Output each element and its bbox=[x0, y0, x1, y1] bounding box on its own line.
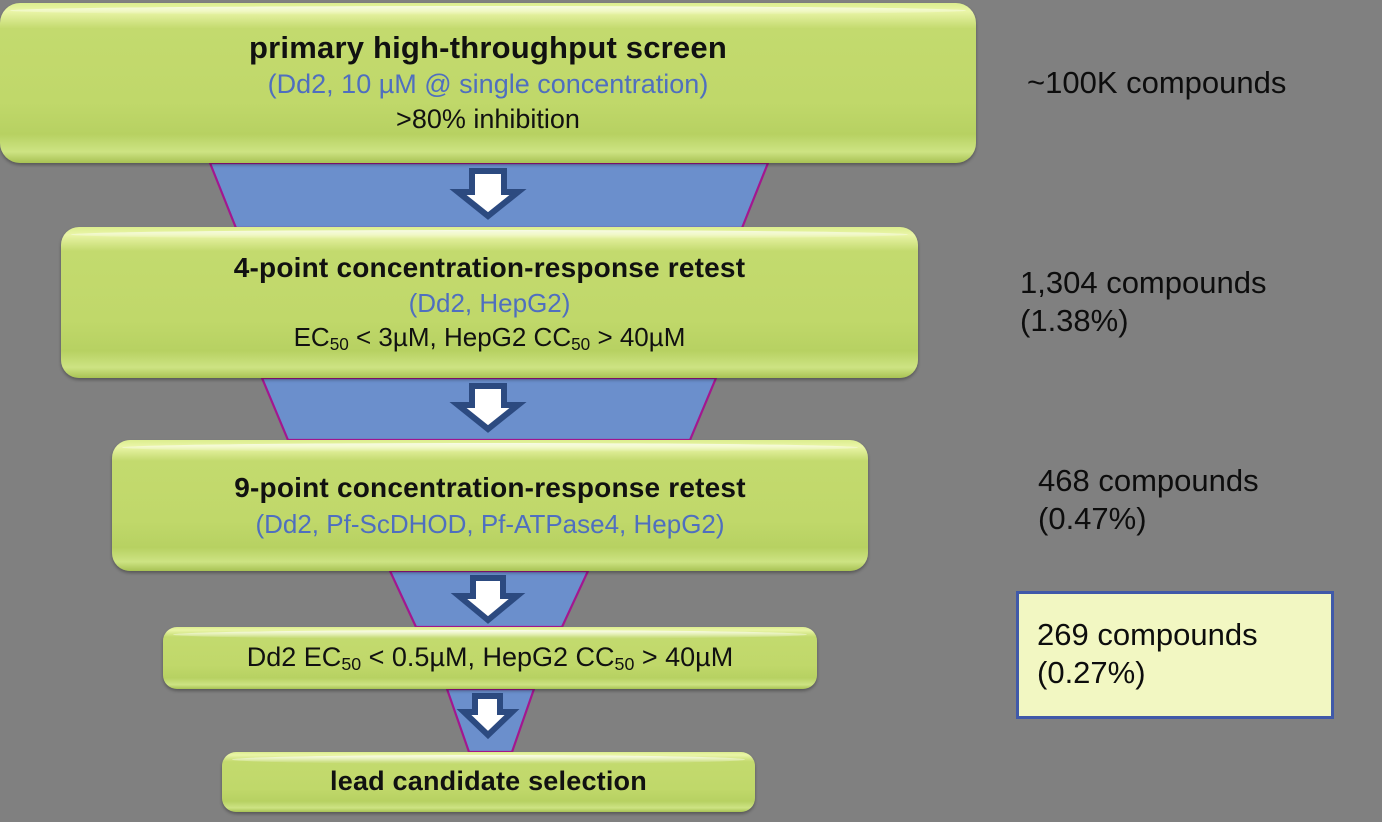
cutoff-part-ec: Dd2 EC bbox=[246, 641, 342, 672]
funnel-segment-2 bbox=[260, 376, 718, 442]
detail-sub-ec50: 50 bbox=[329, 334, 349, 355]
stage-box-lead-selection[interactable]: lead candidate selection bbox=[222, 752, 755, 812]
stage-title-lead-selection: lead candidate selection bbox=[330, 766, 647, 797]
stage-box-primary-screen[interactable]: primary high-throughput screen (Dd2, 10 … bbox=[0, 3, 976, 163]
arrow-down-icon-1 bbox=[449, 168, 527, 220]
stage-subtitle-9-point-retest: (Dd2, Pf-ScDHOD, Pf-ATPase4, HepG2) bbox=[255, 509, 725, 540]
stage-title-4-point-retest: 4-point concentration-response retest bbox=[233, 251, 746, 283]
cutoff-part-tail: > 40µM bbox=[634, 641, 734, 672]
stage-box-9-point-retest[interactable]: 9-point concentration-response retest (D… bbox=[112, 440, 868, 571]
detail-part-ec: EC bbox=[293, 322, 330, 353]
stage-detail-potency-cutoff: Dd2 EC50 < 0.5µM, HepG2 CC50 > 40µM bbox=[247, 642, 733, 675]
arrow-down-icon-3 bbox=[450, 575, 526, 624]
annotation-count-primary: ~100K compounds bbox=[1027, 65, 1287, 100]
cutoff-part-mid: < 0.5µM, HepG2 CC bbox=[361, 641, 615, 672]
arrow-down-icon-2 bbox=[449, 383, 527, 433]
annotation-callout-final[interactable]: 269 compounds (0.27%) bbox=[1016, 591, 1334, 719]
funnel-segment-1 bbox=[208, 161, 770, 230]
funnel-segment-4 bbox=[445, 687, 536, 754]
annotation-count-9point: 468 compounds (0.47%) bbox=[1038, 463, 1259, 537]
detail-sub-cc50: 50 bbox=[571, 334, 591, 355]
annotation-count-4point: 1,304 compounds (1.38%) bbox=[1020, 265, 1267, 339]
stage-subtitle-4-point-retest: (Dd2, HepG2) bbox=[408, 287, 571, 318]
arrow-down-icon-4 bbox=[456, 693, 520, 740]
annotation-count-final: 269 compounds (0.27%) bbox=[1037, 617, 1258, 691]
stage-title-9-point-retest: 9-point concentration-response retest bbox=[234, 472, 746, 504]
stage-detail-primary-screen: >80% inhibition bbox=[396, 104, 580, 135]
cutoff-sub-ec50: 50 bbox=[341, 653, 362, 674]
stage-title-primary-screen: primary high-throughput screen bbox=[249, 29, 727, 65]
stage-box-4-point-retest[interactable]: 4-point concentration-response retest (D… bbox=[61, 227, 918, 378]
cutoff-sub-cc50: 50 bbox=[614, 653, 635, 674]
detail-part-tail: > 40µM bbox=[590, 322, 686, 353]
stage-detail-4-point-retest: EC50 < 3µM, HepG2 CC50 > 40µM bbox=[294, 322, 686, 354]
detail-part-mid: < 3µM, HepG2 CC bbox=[348, 322, 572, 353]
stage-box-potency-cutoff[interactable]: Dd2 EC50 < 0.5µM, HepG2 CC50 > 40µM bbox=[163, 627, 817, 689]
stage-subtitle-primary-screen: (Dd2, 10 µM @ single concentration) bbox=[267, 69, 709, 100]
funnel-segment-3 bbox=[388, 569, 590, 629]
